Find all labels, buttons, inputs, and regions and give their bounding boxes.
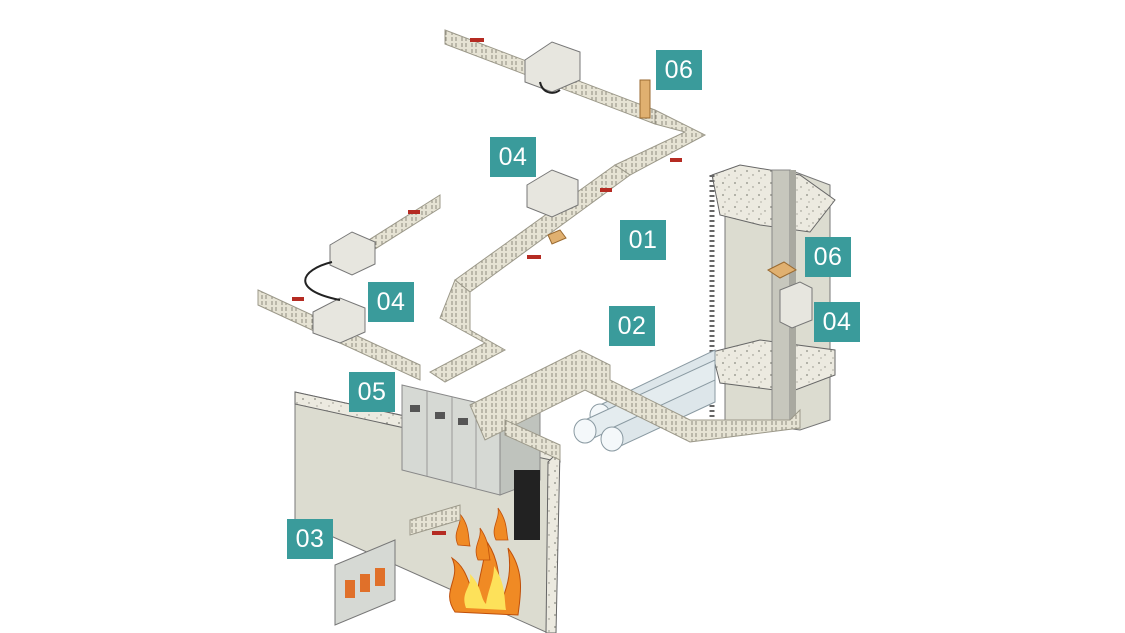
fixing-brackets [547, 79, 797, 279]
tag-01: 01 [620, 220, 666, 260]
tag-04-right: 04 [814, 302, 860, 342]
tag-02: 02 [609, 306, 655, 346]
tag-05: 05 [349, 372, 395, 412]
cables [304, 81, 561, 301]
tap-off-openings [292, 38, 682, 535]
tag-04-left: 04 [368, 282, 414, 322]
tag-06-top: 06 [656, 50, 702, 90]
tap-off-unit-bottom [334, 539, 396, 626]
tag-06-right: 06 [805, 237, 851, 277]
concrete-column [709, 164, 836, 431]
tap-off-boxes [312, 41, 813, 344]
tag-04-center: 04 [490, 137, 536, 177]
tag-03: 03 [287, 519, 333, 559]
